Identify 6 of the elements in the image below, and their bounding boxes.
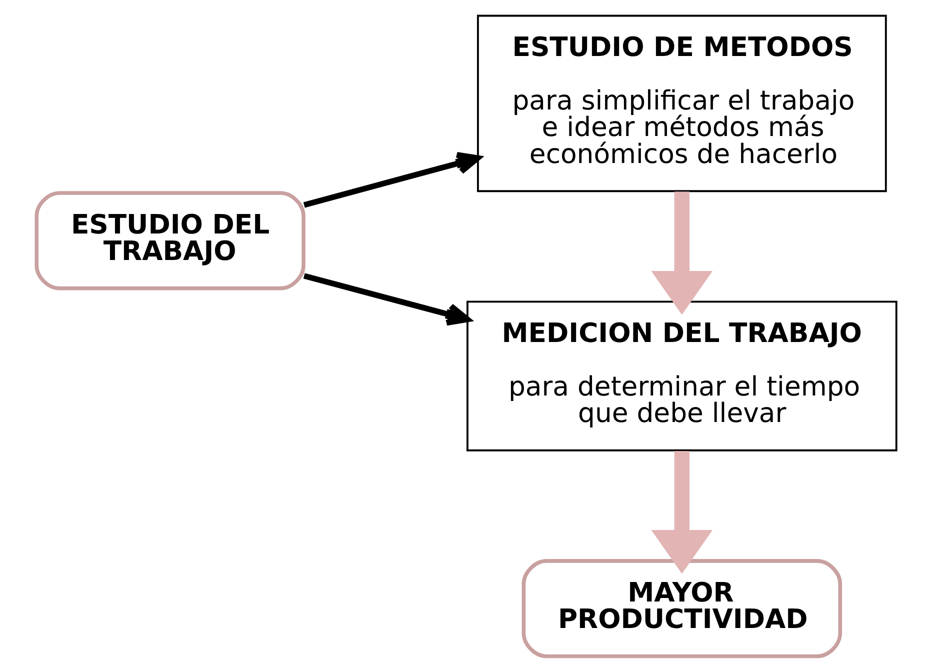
- node-box: MAYOR PRODUCTIVIDAD: [522, 559, 842, 658]
- node-box: MEDICION DEL TRABAJO para determinar el tiempo que debe llevar: [466, 300, 898, 452]
- arrow: [651, 192, 713, 315]
- arrow: [651, 450, 713, 574]
- node-box: ESTUDIO DE METODOS para simplificar el trabajo e idear métodos más económicos de hacerlo: [476, 14, 887, 192]
- node-box: ESTUDIO DEL TRABAJO: [34, 191, 306, 290]
